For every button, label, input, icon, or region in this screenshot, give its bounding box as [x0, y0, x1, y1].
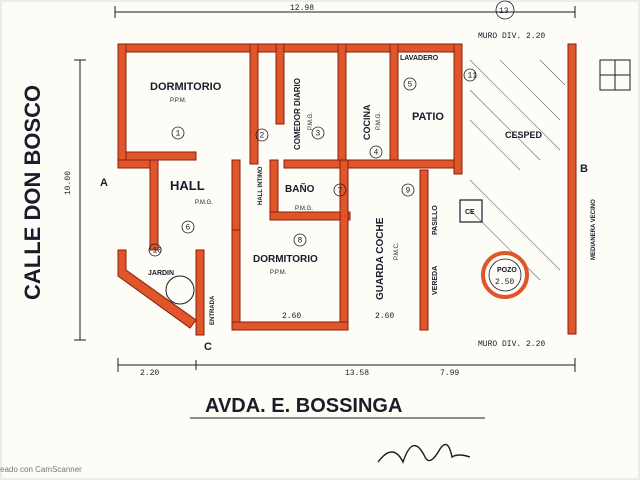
muro-top-label: MURO DIV. 2.20: [478, 32, 545, 41]
wall-dorm2-bottom: [231, 321, 349, 331]
top-total-dimension: 12.98: [290, 4, 314, 13]
bottom-total-dimension: 13.58: [345, 369, 369, 378]
room-number: 7: [338, 187, 343, 196]
wall-entrada: [195, 249, 205, 336]
section-marker-c: C: [204, 341, 212, 353]
room-guarda-coche: GUARDA COCHE: [375, 217, 386, 300]
wall-dorm-comedor: [249, 43, 259, 165]
room-hall: HALL: [170, 178, 205, 193]
room-number-bubble: [311, 126, 325, 140]
room-number: 9: [406, 187, 411, 196]
room-number: 10: [153, 247, 163, 256]
signature: [377, 443, 471, 464]
svg-text:P.P.M.: P.P.M.: [270, 270, 287, 276]
svg-text:P.M.G.: P.M.G.: [295, 206, 313, 212]
wall-chamfer: [117, 249, 197, 329]
room-number: 5: [408, 81, 413, 90]
muro-bottom-label: MURO DIV. 2.20: [478, 340, 545, 349]
bottom-left-dimension: 2.20: [140, 369, 159, 378]
room-bano: BAÑO: [285, 182, 315, 195]
room-number: 11: [468, 72, 478, 81]
wall-bano-left: [269, 159, 279, 221]
section-marker-b: B: [580, 163, 588, 175]
svg-text:P.M.C.: P.M.C.: [394, 242, 400, 260]
room-number-bubbles: 1 2 3 4 5 6 7 8 9 10 11: [148, 68, 478, 257]
room-jardin: JARDIN: [148, 270, 174, 277]
room-dormitorio-bottom: DORMITORIO: [253, 254, 318, 265]
wall-hall-left: [149, 159, 159, 251]
room-number-bubble: [148, 243, 162, 257]
cesped-hatching: [469, 59, 566, 281]
room-number: 6: [186, 224, 191, 233]
room-number-bubble: [401, 183, 415, 197]
svg-text:P.M.G.: P.M.G.: [376, 112, 382, 130]
wall-dorm2-left: [231, 219, 241, 331]
svg-text:P.M.G.: P.M.G.: [195, 200, 213, 206]
dorm2-dimension: 2.60: [282, 312, 301, 321]
room-pozo: POZO: [497, 267, 517, 274]
room-hall-intimo: HALL INTIMO: [258, 166, 264, 205]
wall-cocina-patio: [389, 43, 399, 165]
scanner-watermark: eado con CamScanner: [0, 465, 82, 474]
wall-top: [117, 43, 459, 53]
room-cesped: CESPED: [505, 130, 543, 140]
jardin-shrub: [165, 275, 195, 305]
side-street-label: CALLE DON BOSCO: [20, 85, 45, 300]
front-street-label: AVDA. E. BOSSINGA: [205, 395, 402, 417]
room-number-bubble: [333, 183, 347, 197]
wall-dorm-bottom: [125, 151, 197, 161]
wall-right-outer: [567, 43, 577, 335]
sheet-number: 13: [499, 7, 509, 16]
wall-pasillo-left: [419, 169, 429, 331]
room-vereda: VEREDA: [432, 266, 439, 295]
guarda-dimension: 2.60: [375, 312, 394, 321]
room-number: 1: [176, 130, 181, 139]
wall-hall-right: [231, 159, 241, 231]
wall-bano-bottom: [269, 211, 351, 221]
wall-hall-intimo: [275, 43, 285, 125]
room-number: 3: [316, 130, 321, 139]
room-patio: PATIO: [412, 111, 444, 123]
left-total-dimension: 10.00: [64, 171, 73, 195]
bottom-right-dimension: 7.99: [440, 369, 459, 378]
wall-cocina-bottom: [283, 159, 455, 169]
room-number-bubble: [255, 128, 269, 142]
pozo-circle: [481, 251, 529, 299]
room-number-bubble: [369, 145, 383, 159]
svg-text:2.50: 2.50: [495, 278, 514, 287]
svg-text:P.P.M.: P.P.M.: [170, 98, 187, 104]
wall-comedor-cocina: [337, 43, 347, 165]
room-comedor-diario: COMEDOR DIARIO: [293, 78, 302, 150]
ce-label: CE: [465, 209, 475, 216]
room-number-bubble: [181, 220, 195, 234]
room-pasillo: PASILLO: [432, 205, 439, 235]
room-number-bubble: [293, 233, 307, 247]
room-number: 2: [260, 132, 265, 141]
medianera-vecino-label: MEDIANERA VECINO: [591, 199, 597, 260]
room-number: 4: [374, 149, 379, 158]
room-cocina: COCINA: [362, 104, 372, 140]
sheet-number-circle: [495, 0, 515, 20]
svg-text:P.M.G.: P.M.G.: [308, 112, 314, 130]
ce-box: [459, 199, 483, 223]
room-number: 8: [298, 237, 303, 246]
wall-patio-right: [453, 43, 463, 175]
room-entrada: ENTRADA: [210, 295, 216, 325]
room-number-bubble: [463, 68, 477, 82]
room-lavadero: LAVADERO: [400, 55, 439, 62]
room-number-bubble: [403, 77, 417, 91]
wall-left-upper: [117, 43, 127, 165]
room-dormitorio-top: DORMITORIO: [150, 81, 222, 93]
section-marker-a: A: [100, 177, 108, 189]
room-number-bubble: [171, 126, 185, 140]
